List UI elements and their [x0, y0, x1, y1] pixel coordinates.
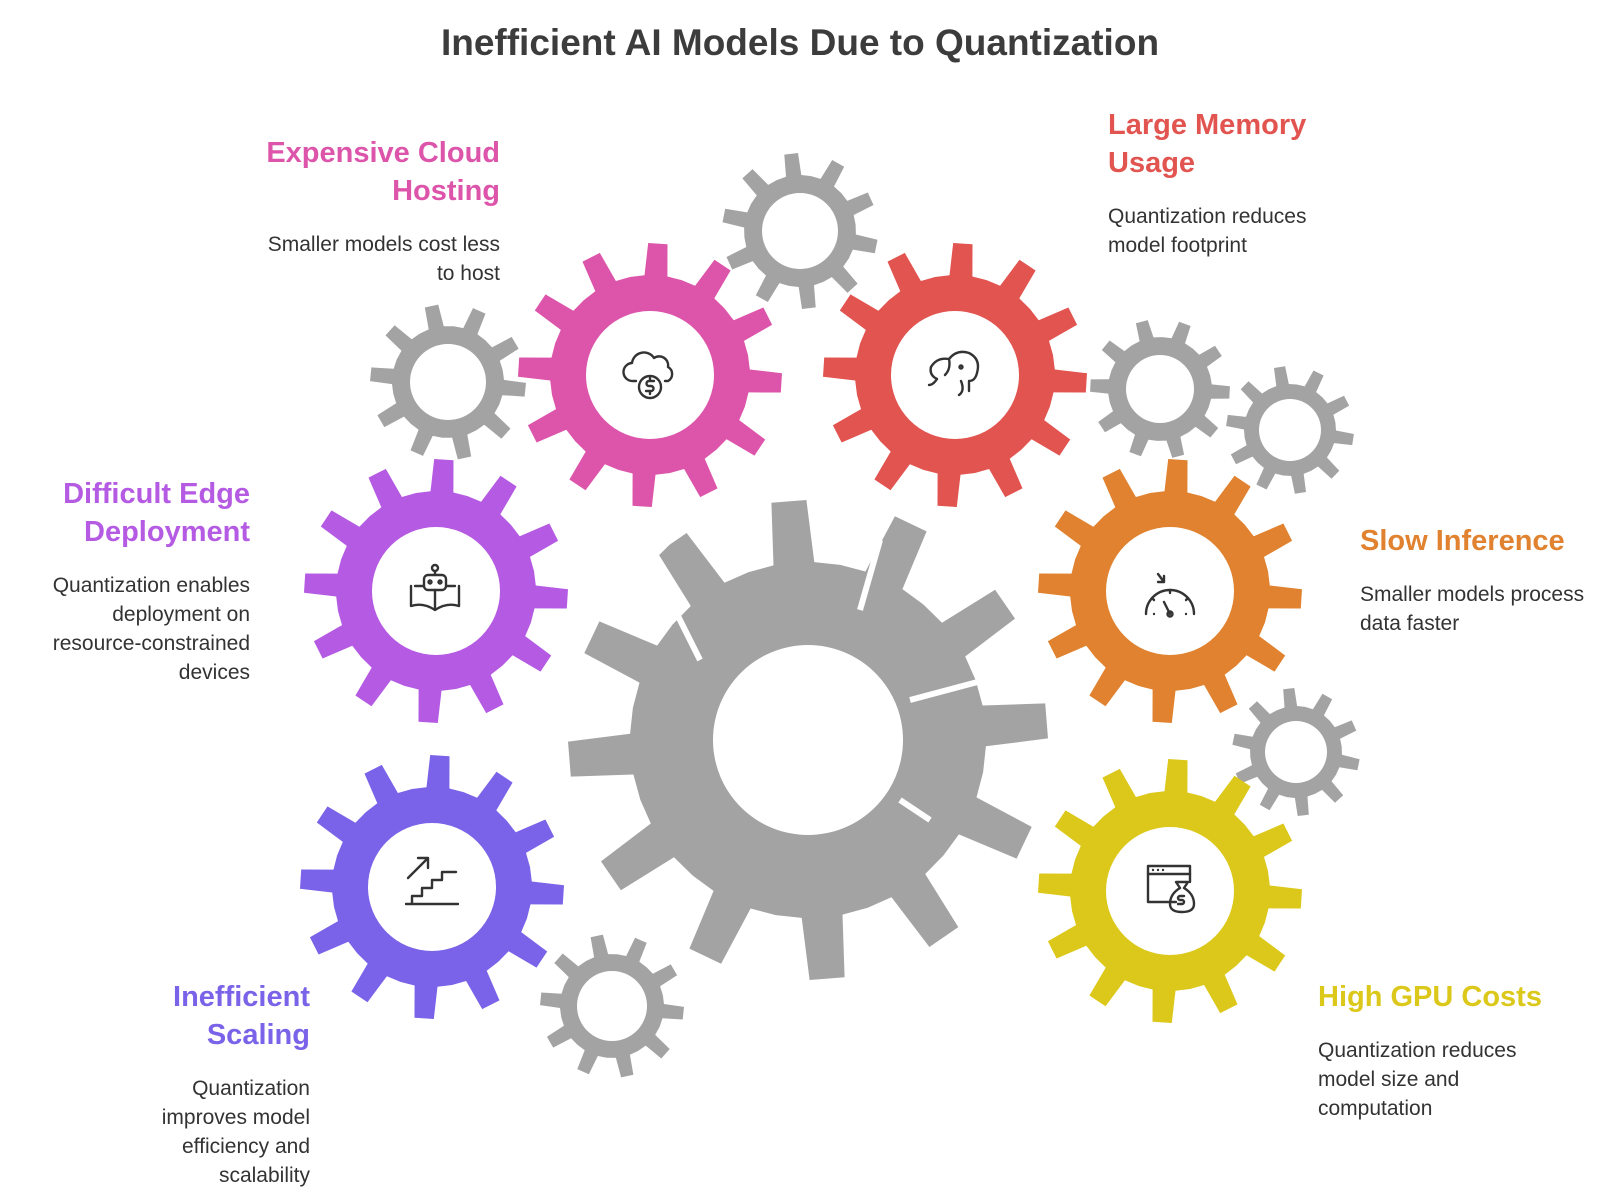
item-description: Quantization reduces model footprint — [1108, 205, 1307, 257]
small-gear-3 — [1090, 320, 1230, 458]
central-gear-hole — [713, 645, 903, 835]
small-gear-3-hole — [1126, 355, 1194, 423]
item-expensive-cloud-hosting: Expensive Cloud Hosting Smaller models c… — [260, 134, 500, 288]
small-gear-6-hole — [577, 971, 647, 1041]
browser-money-icon — [1146, 864, 1196, 914]
item-heading: Slow Inference — [1360, 525, 1565, 557]
yellow-gear-hole — [1106, 827, 1234, 955]
small-gear-4-hole — [1259, 399, 1321, 461]
cloud-dollar-icon — [622, 351, 674, 400]
speedometer-icon — [1144, 572, 1196, 618]
stairs-arrow-icon — [404, 856, 460, 906]
item-description: Smaller models cost less to host — [267, 233, 500, 285]
item-heading: Expensive Cloud Hosting — [266, 137, 500, 207]
gear-crack — [898, 797, 932, 823]
item-inefficient-scaling: Inefficient Scaling Quantization improve… — [110, 978, 310, 1190]
small-gear-2 — [722, 153, 878, 309]
small-gear-5 — [1232, 688, 1360, 816]
small-gear-1-hole — [410, 344, 486, 420]
item-difficult-edge-deployment: Difficult Edge Deployment Quantization e… — [20, 475, 250, 687]
elephant-icon — [927, 350, 980, 397]
small-gear-4 — [1226, 366, 1354, 494]
item-description: Smaller models process data faster — [1360, 583, 1585, 635]
robot-book-icon — [409, 563, 461, 612]
gear-icons — [404, 350, 1196, 914]
small-gear-1 — [370, 304, 526, 460]
central-gear — [568, 500, 1048, 980]
gear-crack — [909, 677, 986, 703]
item-heading: Inefficient Scaling — [173, 981, 310, 1051]
item-high-gpu-costs: High GPU Costs Quantization reduces mode… — [1318, 978, 1558, 1123]
item-description: Quantization improves model efficiency a… — [161, 1077, 310, 1187]
small-gear-2-hole — [762, 193, 838, 269]
item-heading: High GPU Costs — [1318, 981, 1542, 1013]
gear-crack — [857, 539, 883, 611]
diagram-title: Inefficient AI Models Due to Quantizatio… — [440, 22, 1160, 63]
item-description: Quantization reduces model size and comp… — [1318, 1039, 1517, 1120]
item-heading: Large Memory Usage — [1108, 109, 1307, 179]
red-gear — [823, 243, 1087, 507]
gear-crack — [646, 517, 703, 662]
item-description: Quantization enables deployment on resou… — [52, 574, 250, 684]
item-heading: Difficult Edge Deployment — [63, 478, 250, 548]
item-slow-inference: Slow Inference Smaller models process da… — [1360, 522, 1590, 638]
red-gear-hole — [891, 311, 1019, 439]
yellow-gear — [1038, 759, 1302, 1023]
small-gear-6 — [540, 934, 684, 1078]
item-large-memory-usage: Large Memory Usage Quantization reduces … — [1108, 106, 1348, 260]
small-gear-5-hole — [1265, 721, 1327, 783]
central-broken-gear — [568, 500, 1048, 980]
small-gears — [370, 153, 1360, 1078]
